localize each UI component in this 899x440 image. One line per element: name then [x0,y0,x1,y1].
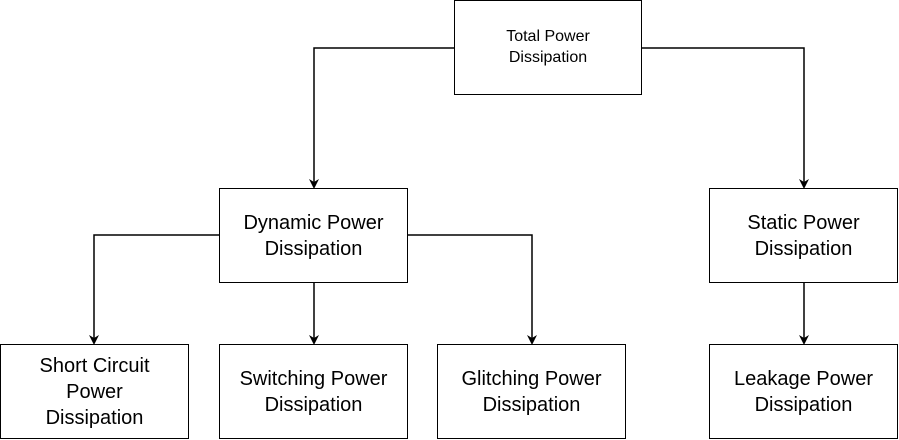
node-leakage-label: Leakage Power Dissipation [734,367,873,416]
node-dynamic-power-dissipation: Dynamic Power Dissipation [219,188,408,283]
node-switching-power-dissipation: Switching Power Dissipation [219,344,408,439]
edge-dynamic-to-glitching [408,234,537,345]
node-static-label: Static Power Dissipation [747,211,860,260]
node-static-power-dissipation: Static Power Dissipation [709,188,898,283]
node-glitching-power-dissipation: Glitching Power Dissipation [437,344,626,439]
node-total-label: Total Power Dissipation [506,27,590,66]
node-glitching-label: Glitching Power Dissipation [461,367,602,416]
edge-dynamic-to-short-circuit [89,234,219,345]
edge-total-to-static [642,47,809,189]
node-leakage-power-dissipation: Leakage Power Dissipation [709,344,898,439]
node-total-power-dissipation: Total Power Dissipation [454,0,642,95]
node-short-circuit-power-dissipation: Short Circuit Power Dissipation [0,344,189,439]
node-dynamic-label: Dynamic Power Dissipation [243,211,384,260]
node-switching-label: Switching Power Dissipation [239,367,388,416]
edge-total-to-dynamic [309,47,454,189]
node-short-circuit-label: Short Circuit Power Dissipation [39,354,150,429]
